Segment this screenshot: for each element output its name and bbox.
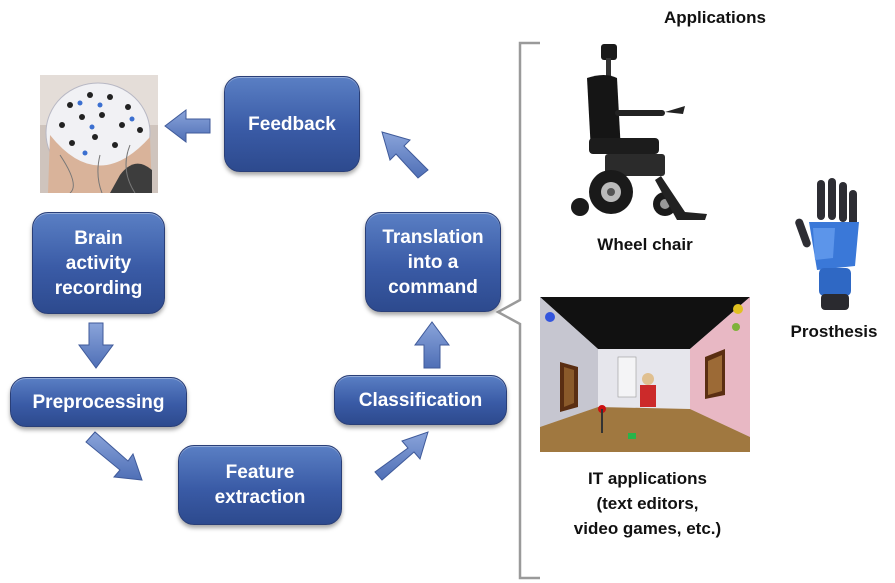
preprocessing-box: Preprocessing — [10, 377, 187, 427]
arrow-classification-to-translation — [414, 321, 450, 369]
translation-box: Translation into a command — [365, 212, 501, 312]
feedback-box: Feedback — [224, 76, 360, 172]
arrow-feedback-to-photo — [164, 108, 211, 144]
prosthesis-label: Prosthesis — [790, 322, 878, 341]
brain-activity-recording-box: Brain activity recording — [32, 212, 165, 314]
wheelchair-label: Wheel chair — [597, 235, 693, 254]
arrow-translation-to-feedback — [381, 131, 429, 179]
applications-title: Applications — [663, 8, 766, 27]
it-application-image — [540, 297, 750, 452]
eeg-cap-photo — [40, 75, 158, 194]
arrow-brain-to-preprocessing — [78, 322, 114, 369]
prosthesis-image — [795, 178, 870, 313]
it-applications-label: IT applications (text editors, video gam… — [573, 469, 722, 538]
arrow-preprocessing-to-feature — [85, 431, 143, 481]
classification-box: Classification — [334, 375, 507, 425]
applications-bracket — [495, 41, 540, 580]
feature-extraction-box: Feature extraction — [178, 445, 342, 525]
wheelchair-image — [565, 42, 715, 227]
arrow-feature-to-classification — [374, 431, 429, 481]
